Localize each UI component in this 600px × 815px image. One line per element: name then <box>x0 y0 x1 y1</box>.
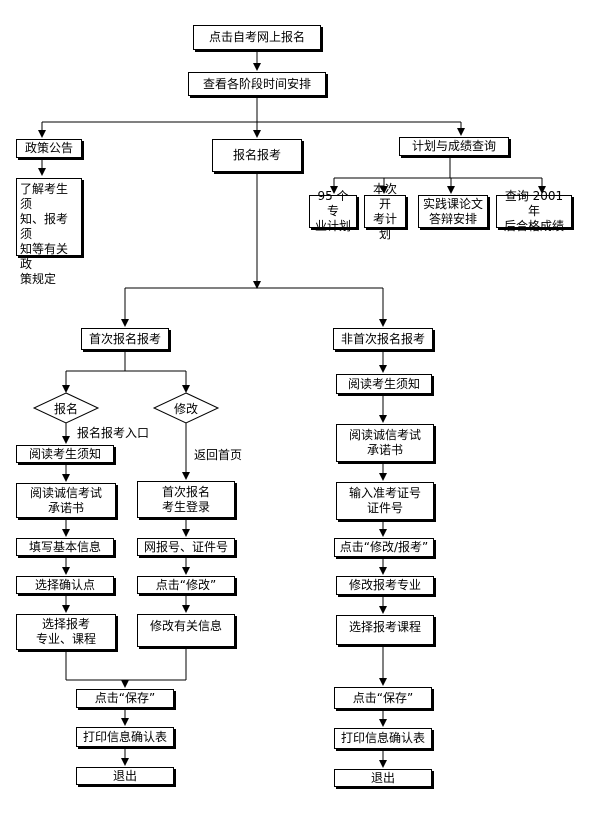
node-n-modify-major-text: 修改报考专业 <box>348 578 421 592</box>
decision-diamond-modify <box>152 392 220 424</box>
node-f-fill-info-text: 填写基本信息 <box>28 539 101 554</box>
node-n-exit-text: 退出 <box>370 770 395 785</box>
decision-modify-label: 修改 <box>173 402 198 416</box>
node-f-exit: 退出 <box>76 767 174 785</box>
node-n-save: 点击“保存” <box>334 687 432 709</box>
node-plan-thesis: 实践课论文 答辩安排 <box>418 195 488 228</box>
node-start: 点击自考网上报名 <box>193 25 321 50</box>
node-plan-95-text: 95 个专 业计划 <box>314 189 351 233</box>
node-n-print: 打印信息确认表 <box>334 728 432 749</box>
label-return: 返回首页 <box>194 448 243 462</box>
node-n-enter-id-text: 输入准考证号 证件号 <box>348 486 421 515</box>
label-entry: 报名报考入口 <box>77 426 150 440</box>
node-f-choose-course: 选择报考 专业、课程 <box>16 614 116 650</box>
node-m-modify-info: 修改有关信息 <box>137 614 235 647</box>
node-non-first-text: 非首次报名报考 <box>340 331 425 346</box>
node-f-save-text: 点击“保存” <box>94 691 156 705</box>
node-n-click-modify: 点击“修改/报考” <box>334 538 434 557</box>
node-plan-exam: 本次开 考计划 <box>364 182 406 241</box>
node-n-read-pledge: 阅读诚信考试 承诺书 <box>336 424 434 462</box>
node-m-login-text: 首次报名 考生登录 <box>161 484 210 514</box>
node-n-read-notice-text: 阅读考生须知 <box>347 376 420 391</box>
node-plan: 计划与成绩查询 <box>399 137 509 156</box>
node-plan-95: 95 个专 业计划 <box>309 189 357 233</box>
node-plan-text: 计划与成绩查询 <box>411 139 496 153</box>
node-m-login: 首次报名 考生登录 <box>137 481 235 518</box>
node-f-print: 打印信息确认表 <box>76 727 174 747</box>
node-n-read-notice: 阅读考生须知 <box>336 374 432 394</box>
node-m-id: 网报号、证件号 <box>137 538 235 556</box>
node-schedule: 查看各阶段时间安排 <box>188 72 326 96</box>
node-plan-exam-text: 本次开 考计划 <box>372 181 397 241</box>
node-first-time: 首次报名报考 <box>81 328 169 350</box>
node-f-read-notice: 阅读考生须知 <box>16 445 114 463</box>
node-first-time-text: 首次报名报考 <box>88 331 161 346</box>
node-plan-2001-text: 查询 2001 年 后合格成绩 <box>503 189 564 233</box>
decision-diamond-register <box>32 392 100 424</box>
node-non-first: 非首次报名报考 <box>333 328 433 350</box>
node-n-enter-id: 输入准考证号 证件号 <box>336 482 434 520</box>
node-f-read-pledge: 阅读诚信考试 承诺书 <box>16 483 116 518</box>
node-m-click-modify: 点击“修改” <box>137 576 235 594</box>
node-n-exit: 退出 <box>334 769 432 787</box>
node-f-exit-text: 退出 <box>112 768 137 783</box>
node-f-save: 点击“保存” <box>76 689 174 708</box>
node-plan-thesis-text: 实践课论文 答辩安排 <box>422 196 483 226</box>
node-f-choose-point-text: 选择确认点 <box>34 577 95 592</box>
decision-register-label: 报名 <box>53 402 78 416</box>
node-f-print-text: 打印信息确认表 <box>82 729 167 744</box>
node-m-modify-info-text: 修改有关信息 <box>149 619 222 633</box>
node-n-choose-course-text: 选择报考课程 <box>348 620 421 634</box>
node-schedule-text: 查看各阶段时间安排 <box>202 76 311 91</box>
node-m-click-modify-text: 点击“修改” <box>155 577 217 592</box>
node-register-text: 报名报考 <box>232 148 281 162</box>
node-policy-text: 政策公告 <box>24 141 73 155</box>
node-plan-2001: 查询 2001 年 后合格成绩 <box>496 189 572 233</box>
node-f-read-notice-text: 阅读考生须知 <box>28 446 101 461</box>
node-policy-detail-text: 了解考生须 知、报考须 知等有关政 策规定 <box>20 182 69 286</box>
node-start-text: 点击自考网上报名 <box>208 30 305 44</box>
node-n-choose-course: 选择报考课程 <box>336 615 434 645</box>
node-f-choose-point: 选择确认点 <box>16 576 114 594</box>
node-f-read-pledge-text: 阅读诚信考试 承诺书 <box>29 485 102 515</box>
node-m-id-text: 网报号、证件号 <box>143 539 228 554</box>
node-n-read-pledge-text: 阅读诚信考试 承诺书 <box>348 428 421 457</box>
node-policy-detail: 了解考生须 知、报考须 知等有关政 策规定 <box>16 178 82 286</box>
node-n-print-text: 打印信息确认表 <box>340 731 425 745</box>
node-policy: 政策公告 <box>16 139 82 158</box>
node-n-click-modify-text: 点击“修改/报考” <box>339 540 429 554</box>
node-n-save-text: 点击“保存” <box>352 690 414 705</box>
node-f-fill-info: 填写基本信息 <box>16 538 114 556</box>
node-f-choose-course-text: 选择报考 专业、课程 <box>35 617 96 646</box>
node-register: 报名报考 <box>212 139 302 172</box>
node-n-modify-major: 修改报考专业 <box>336 576 434 595</box>
